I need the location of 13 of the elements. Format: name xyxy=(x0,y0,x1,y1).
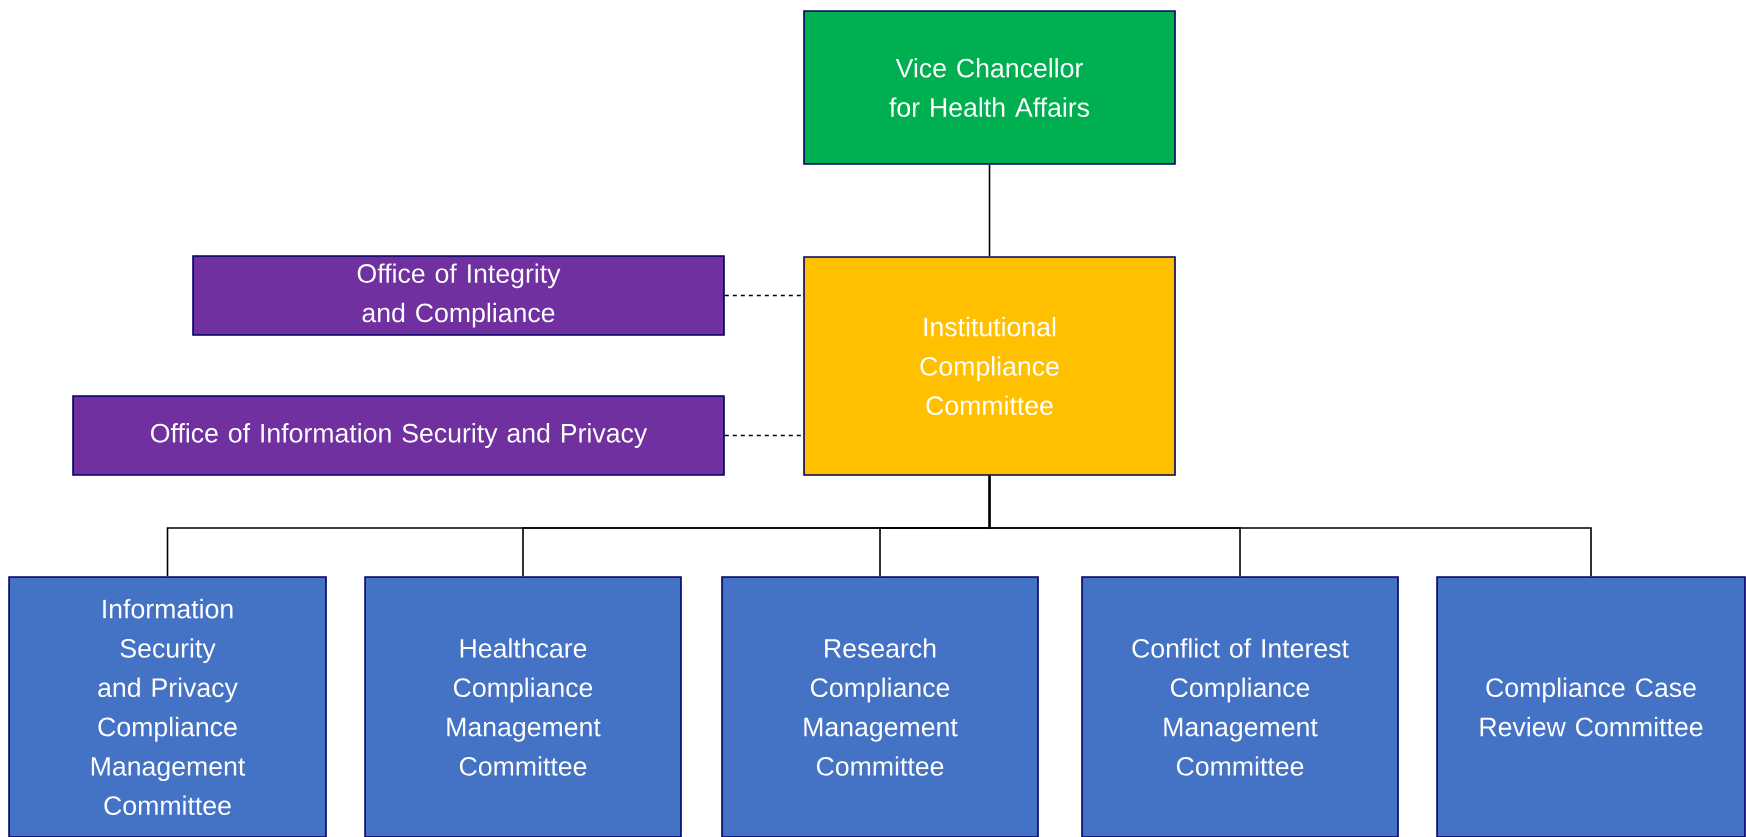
connector-line xyxy=(724,294,804,297)
connector-line xyxy=(724,434,804,437)
org-box: Healthcare Compliance Management Committee xyxy=(364,576,682,837)
connector-line xyxy=(988,164,991,257)
org-box: Office of Integrity and Compliance xyxy=(192,255,725,336)
org-box: Compliance Case Review Committee xyxy=(1436,576,1746,837)
org-box: Institutional Compliance Committee xyxy=(803,256,1176,476)
connector-line xyxy=(988,475,1592,577)
org-box: Office of Information Security and Privacy xyxy=(72,395,725,476)
org-box: Information Security and Privacy Compliance Management Committee xyxy=(8,576,327,837)
org-box: Research Compliance Management Committee xyxy=(721,576,1039,837)
org-box: Conflict of Interest Compliance Management Committee xyxy=(1081,576,1399,837)
org-box: Vice Chancellor for Health Affairs xyxy=(803,10,1176,165)
